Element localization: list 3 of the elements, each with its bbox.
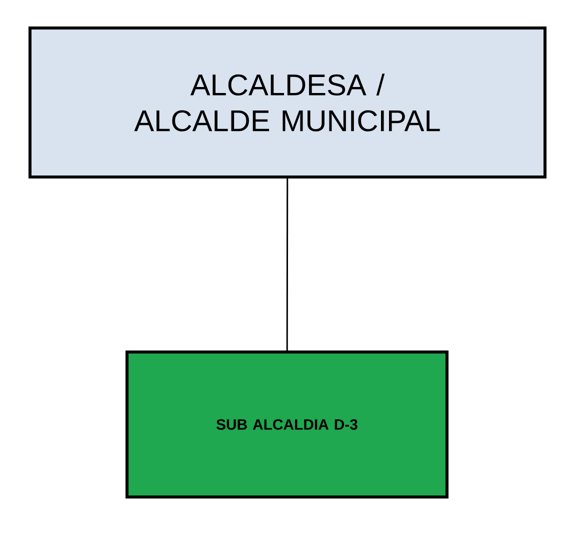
connector-line	[286, 178, 288, 350]
org-box: ALCALDESA / ALCALDE MUNICIPAL	[28, 26, 546, 178]
org-box: SUB ALCALDIA D-3	[126, 350, 448, 498]
